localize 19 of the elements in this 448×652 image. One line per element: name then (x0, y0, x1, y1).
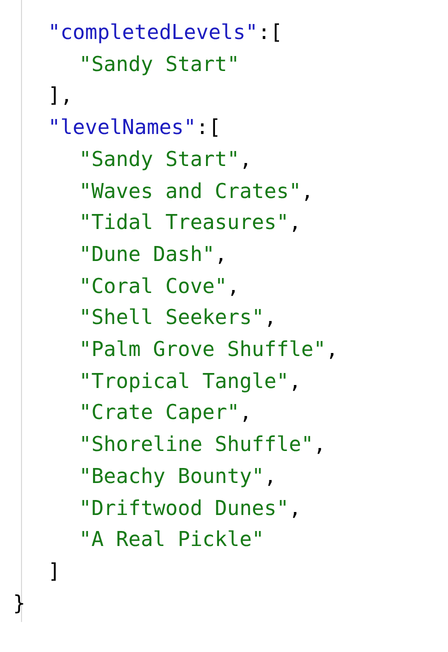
code-line: "Coral Cove", (79, 274, 240, 298)
code-line: "Beachy Bounty", (79, 464, 276, 488)
code-line: "Crate Caper", (79, 400, 252, 424)
code-line: "Shell Seekers", (79, 305, 276, 330)
code-line: "Sandy Start" (79, 52, 240, 76)
code-line: "Tidal Treasures", (79, 210, 302, 234)
code-line: "Shoreline Shuffle", (79, 432, 326, 456)
code-line: "levelNames":[ (48, 115, 221, 140)
code-line: "completedLevels":[ (48, 20, 283, 44)
code-line: "Dune Dash", (79, 242, 228, 266)
code-line: "Sandy Start", (79, 146, 252, 171)
code-line: "Driftwood Dunes", (79, 496, 302, 520)
code-line: } (13, 590, 26, 615)
code-line: "A Real Pickle" (79, 527, 264, 552)
code-line: ] (48, 558, 60, 583)
code-line: "Tropical Tangle", (79, 368, 302, 393)
code-line: ], (48, 83, 73, 108)
code-line: "Palm Grove Shuffle", (79, 337, 338, 361)
code-line: "Waves and Crates", (79, 178, 314, 202)
